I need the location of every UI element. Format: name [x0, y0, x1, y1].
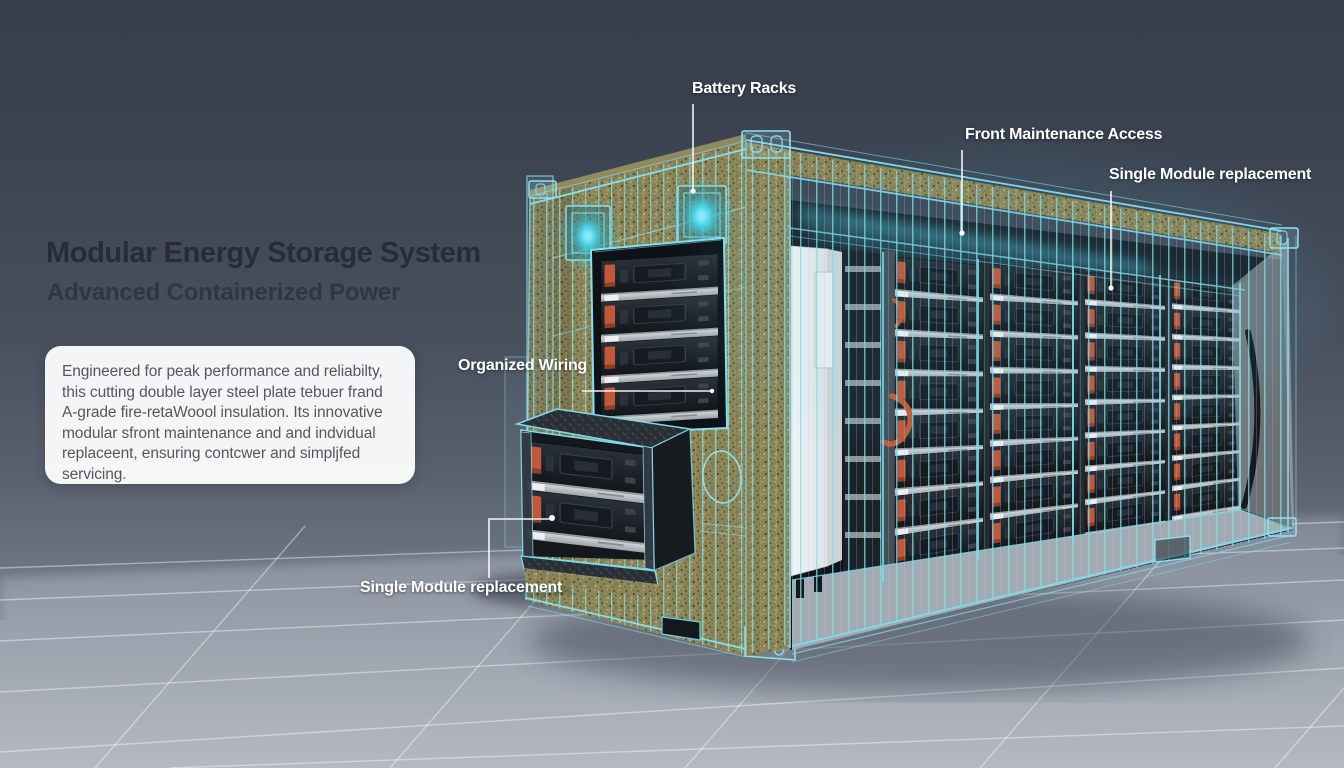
pullout-module-rack [514, 408, 696, 598]
page-subtitle: Advanced Containerized Power [47, 279, 401, 306]
callout-label-front-maintenance: Front Maintenance Access [965, 126, 1163, 143]
page-title: Modular Energy Storage System [46, 237, 481, 269]
callout-lines [488, 104, 1114, 578]
callout-label-single-module-bottom: Single Module replacement [360, 579, 563, 596]
corner-oval-cutout [702, 450, 742, 504]
ambient-glow [670, 150, 1330, 450]
callout-label-organized-wiring: Organized Wiring [458, 357, 588, 374]
callout-label-single-module-top: Single Module replacement [1109, 166, 1312, 183]
corner-casting [528, 180, 557, 199]
callout-label-battery-racks: Battery Racks [692, 80, 797, 97]
forklift-pocket [661, 616, 701, 641]
description-text: Engineered for peak performance and reli… [62, 363, 383, 483]
callout-line-single-module-bottom [488, 518, 550, 578]
description-box: Engineered for peak performance and reli… [45, 346, 415, 484]
